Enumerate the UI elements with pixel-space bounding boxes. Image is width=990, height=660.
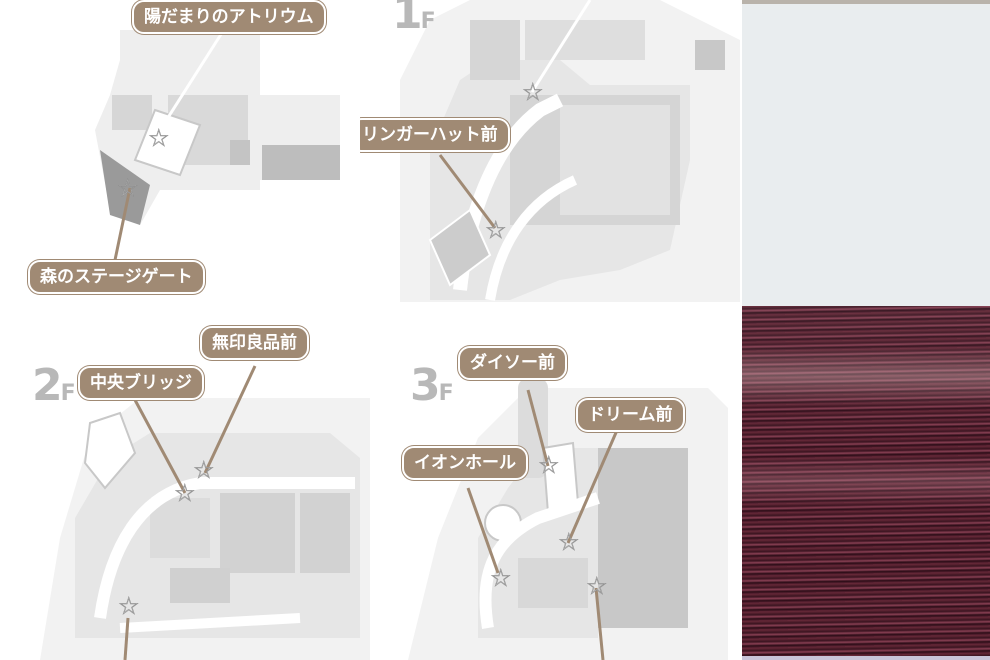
floor-map-area: ☆ ☆ 陽だまりのアトリウム 森のステージゲート 1F ☆ ☆ リンガーハット前: [0, 0, 742, 660]
callout-daiso: ダイソー前: [458, 346, 567, 381]
photo-strip: [742, 656, 990, 660]
star-marker-icon: ☆: [485, 216, 507, 244]
star-marker-icon: ☆: [522, 78, 544, 106]
callout-dream: ドリーム前: [576, 398, 685, 433]
callout-central-bridge: 中央ブリッジ: [78, 366, 204, 401]
floor-panel-3f: 3F ☆ ☆ ☆ ☆ ダイソー前 ドリーム前 イオンホール: [398, 318, 742, 660]
callout-mori-stage-gate: 森のステージゲート: [28, 260, 205, 295]
star-marker-icon: ☆: [174, 479, 196, 507]
floor-label-1f: 1F: [392, 0, 436, 39]
star-marker-icon: ☆: [586, 572, 608, 600]
walkway: [94, 477, 355, 619]
atrium-area: [133, 108, 202, 177]
photo-column: [742, 0, 990, 660]
callout-muji: 無印良品前: [200, 326, 309, 361]
floor-panel-2f: 2F ☆ ☆ ☆ 中央ブリッジ 無印良品前: [0, 318, 380, 660]
walkway: [479, 492, 600, 629]
callout-hidamari-atrium: 陽だまりのアトリウム: [132, 0, 326, 35]
floor-plan-1f-left: ☆ ☆: [95, 27, 340, 261]
photo-lower: [742, 306, 990, 656]
floor-plan-2f: ☆ ☆ ☆: [40, 365, 370, 660]
callout-aeon-hall: イオンホール: [402, 446, 528, 481]
photo-upper: [742, 0, 990, 306]
floor-panel-1f-left: ☆ ☆ 陽だまりのアトリウム 森のステージゲート: [0, 0, 360, 310]
star-marker-icon: ☆: [117, 174, 139, 202]
floor-label-3f: 3F: [410, 360, 454, 411]
star-marker-icon: ☆: [118, 592, 140, 620]
floor-label-2f: 2F: [32, 360, 76, 411]
parking-block: [262, 145, 340, 180]
star-marker-icon: ☆: [490, 564, 512, 592]
stage-area: [100, 150, 150, 225]
star-marker-icon: ☆: [558, 528, 580, 556]
floor-panel-1f: 1F ☆ ☆ リンガーハット前: [360, 0, 742, 310]
star-marker-icon: ☆: [538, 451, 560, 479]
star-marker-icon: ☆: [193, 456, 215, 484]
star-marker-icon: ☆: [148, 124, 170, 152]
parking-block: [598, 448, 688, 628]
floor-plan-1f: ☆ ☆: [400, 0, 740, 302]
callout-ringer-hut: リンガーハット前: [360, 118, 510, 153]
